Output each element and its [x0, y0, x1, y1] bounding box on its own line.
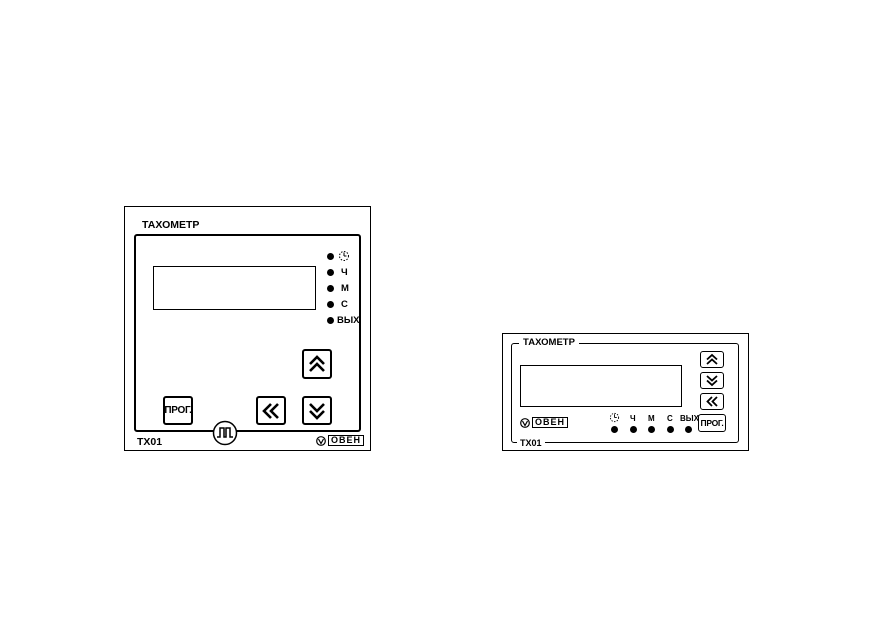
left-button-wide[interactable] [700, 393, 724, 410]
double-chevron-down-icon [706, 375, 718, 387]
indicator-output-label: ВЫХ [337, 315, 360, 326]
device-square [124, 206, 371, 451]
down-button-wide[interactable] [700, 372, 724, 389]
prog-button-label: ПРОГ. [164, 405, 192, 416]
led-minutes-wide [648, 426, 655, 433]
indicator-seconds-label: С [341, 299, 348, 310]
device-wide [502, 333, 749, 451]
up-button[interactable] [302, 349, 332, 379]
device-wide-title: ТАХОМЕТР [519, 337, 579, 349]
tick-timer-icon [339, 251, 349, 261]
owen-logo-mark [316, 435, 326, 446]
owen-logo-wide: ОВЕН [520, 417, 569, 428]
pulse-signal-icon [212, 420, 238, 446]
device-square-title: ТАХОМЕТР [142, 219, 200, 231]
led-output [327, 317, 334, 324]
up-button-wide[interactable] [700, 351, 724, 368]
led-hours-wide [630, 426, 637, 433]
led-seconds [327, 301, 334, 308]
owen-logo-mark [520, 417, 530, 428]
led-minutes [327, 285, 334, 292]
led-output-wide [685, 426, 692, 433]
down-button[interactable] [302, 396, 332, 425]
owen-logo: ОВЕН [316, 435, 365, 446]
double-chevron-left-icon [706, 396, 718, 407]
device-wide-model: ТХ01 [517, 437, 545, 449]
indicator-minutes-label: М [341, 283, 349, 294]
indicator-minutes-label-wide: М [648, 414, 655, 423]
double-chevron-up-icon [706, 353, 718, 365]
indicator-hours-label: Ч [341, 267, 348, 278]
prog-button-wide-label: ПРОГ. [700, 418, 724, 428]
device-wide-display [520, 365, 682, 407]
double-chevron-down-icon [309, 402, 325, 420]
indicator-hours-label-wide: Ч [630, 414, 636, 423]
device-wide-bezel [511, 343, 739, 443]
led-hours [327, 269, 334, 276]
owen-logo-wide-text: ОВЕН [532, 417, 569, 428]
led-tick [327, 253, 334, 260]
tick-timer-icon [609, 412, 620, 423]
prog-button-wide[interactable]: ПРОГ. [698, 414, 726, 432]
double-chevron-up-icon [309, 355, 325, 372]
indicator-output-label-wide: ВЫХ [680, 414, 699, 423]
device-square-display [153, 266, 316, 310]
device-square-model: ТХ01 [137, 436, 163, 448]
indicator-seconds-label-wide: С [667, 414, 673, 423]
device-square-bezel [134, 234, 361, 432]
double-chevron-left-icon [262, 402, 279, 419]
prog-button[interactable]: ПРОГ. [163, 396, 193, 425]
left-button[interactable] [256, 396, 286, 425]
owen-logo-text: ОВЕН [328, 435, 365, 446]
led-seconds-wide [667, 426, 674, 433]
led-tick-wide [611, 426, 618, 433]
